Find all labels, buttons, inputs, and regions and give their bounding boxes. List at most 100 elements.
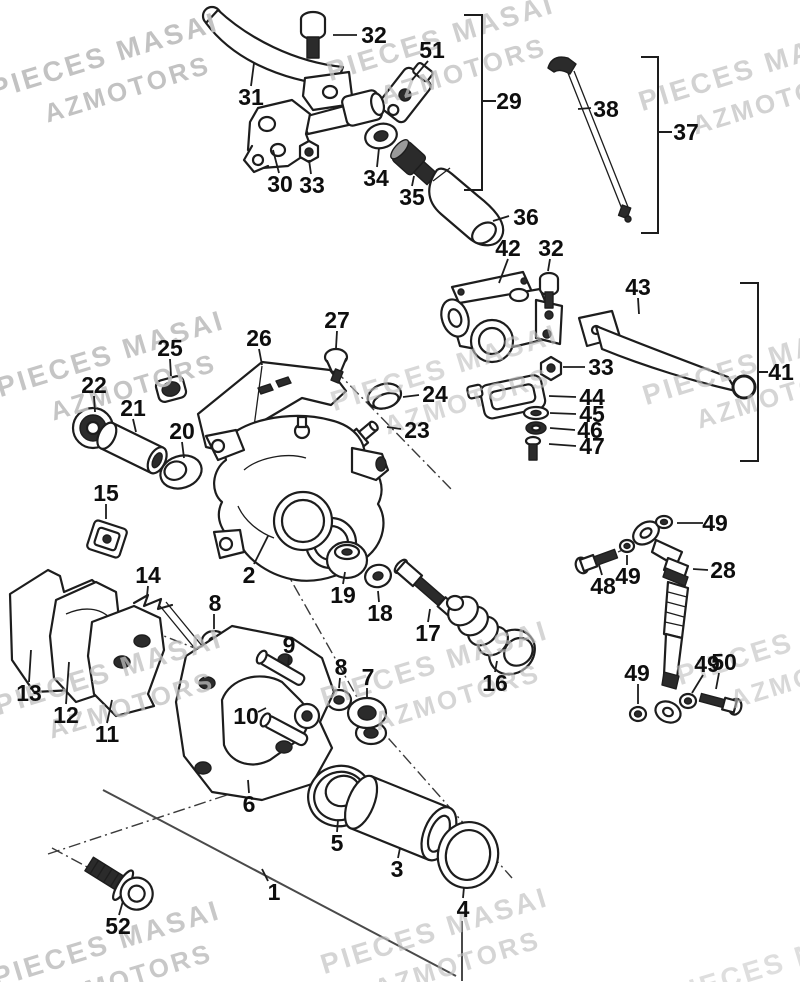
part-16-boot bbox=[445, 594, 536, 676]
watermark-line2: AZMOTORS bbox=[371, 924, 545, 982]
part-33-nut-mc bbox=[539, 355, 563, 382]
part-number-26: 26 bbox=[246, 325, 272, 351]
watermark-line1: PIECES MASAI bbox=[635, 18, 800, 117]
part-15-clip bbox=[86, 519, 128, 559]
leader-line-43 bbox=[637, 297, 640, 315]
part-number-23: 23 bbox=[404, 417, 430, 443]
part-46-washer bbox=[525, 421, 547, 435]
watermark-line2: AZMOTORS bbox=[719, 955, 800, 982]
part-number-30: 30 bbox=[267, 171, 293, 197]
watermark-line1: PIECES MASAI bbox=[0, 6, 222, 105]
leader-line-52 bbox=[118, 900, 124, 916]
part-number-16: 16 bbox=[482, 670, 508, 696]
leader-line-4 bbox=[462, 886, 465, 899]
part-number-32: 32 bbox=[361, 22, 387, 48]
part-number-10: 10 bbox=[233, 703, 259, 729]
part-18-washer bbox=[364, 563, 392, 589]
center-line bbox=[334, 369, 453, 491]
part-number-45: 45 bbox=[579, 401, 605, 427]
leader-line-24 bbox=[402, 394, 420, 398]
part-7-bushings bbox=[346, 696, 388, 746]
leader-line-25 bbox=[169, 358, 172, 377]
leader-line-3 bbox=[397, 847, 401, 859]
part-number-5: 5 bbox=[331, 830, 344, 856]
part-number-49: 49 bbox=[694, 651, 720, 677]
part-number-4: 4 bbox=[457, 896, 470, 922]
part-9-slide-pin bbox=[255, 649, 306, 686]
leader-line-6 bbox=[247, 779, 250, 794]
part-number-52: 52 bbox=[105, 913, 131, 939]
leader-line-33 bbox=[308, 159, 312, 175]
parts-layer bbox=[8, 5, 757, 911]
part-49-washer-a bbox=[654, 514, 674, 530]
part-number-21: 21 bbox=[120, 395, 146, 421]
part-number-3: 3 bbox=[391, 856, 404, 882]
part-number-9: 9 bbox=[283, 632, 296, 658]
watermark-line1: PIECES MASAI bbox=[673, 592, 800, 691]
leader-line-45 bbox=[549, 412, 577, 415]
part-number-13: 13 bbox=[16, 680, 42, 706]
part-number-33: 33 bbox=[299, 172, 325, 198]
part-33-nut-top bbox=[298, 139, 320, 164]
part-number-18: 18 bbox=[367, 600, 393, 626]
part-number-37: 37 bbox=[673, 119, 699, 145]
leader-line-16 bbox=[494, 660, 498, 673]
leader-line-35 bbox=[411, 175, 415, 187]
leader-line-36 bbox=[492, 215, 510, 222]
leader-line-10 bbox=[257, 707, 267, 713]
leader-line-30 bbox=[272, 149, 280, 174]
leader-line-47 bbox=[548, 443, 577, 447]
part-number-38: 38 bbox=[593, 96, 619, 122]
part-number-24: 24 bbox=[422, 381, 448, 407]
leader-line-27 bbox=[335, 330, 338, 349]
callout-layer: 1234567889101112131415161718192021222324… bbox=[16, 14, 794, 939]
leader-line-34 bbox=[376, 147, 380, 168]
leader-line-22 bbox=[93, 395, 96, 413]
watermark-line2: AZMOTORS bbox=[689, 61, 800, 140]
part-number-34: 34 bbox=[363, 165, 389, 191]
part-52-flange-bolt bbox=[84, 856, 154, 911]
leader-line-13 bbox=[28, 649, 32, 683]
part-number-27: 27 bbox=[324, 307, 350, 333]
part-45-washer bbox=[522, 405, 550, 421]
center-line bbox=[282, 565, 363, 707]
center-line bbox=[47, 792, 234, 855]
part-28-brake-hose bbox=[632, 520, 690, 724]
leader-line-9 bbox=[287, 655, 290, 667]
part-number-8: 8 bbox=[335, 654, 348, 680]
leader-line-19 bbox=[342, 571, 346, 585]
part-20-bushing bbox=[159, 454, 203, 490]
part-48-bolt bbox=[574, 548, 619, 575]
part-number-28: 28 bbox=[710, 557, 736, 583]
leader-line-28 bbox=[692, 568, 709, 571]
part-38-cable-rod bbox=[547, 56, 632, 223]
leader-line-44 bbox=[548, 395, 577, 398]
leader-line-42 bbox=[498, 258, 509, 284]
leader-line-23 bbox=[386, 426, 402, 430]
part-number-31: 31 bbox=[238, 84, 264, 110]
part-number-32: 32 bbox=[538, 235, 564, 261]
watermark-line2: AZMOTORS bbox=[43, 937, 217, 982]
part-27-bolt bbox=[323, 347, 349, 384]
leader-line-12 bbox=[65, 661, 70, 705]
part-number-6: 6 bbox=[243, 791, 256, 817]
part-number-50: 50 bbox=[711, 649, 737, 675]
reference-bracket-41 bbox=[740, 282, 759, 462]
center-line bbox=[373, 721, 513, 879]
part-number-47: 47 bbox=[579, 433, 605, 459]
part-number-14: 14 bbox=[135, 562, 161, 588]
leader-line-17 bbox=[427, 608, 431, 623]
part-49-washer-b bbox=[618, 538, 636, 554]
watermark-line1: PIECES MASAI bbox=[665, 912, 800, 982]
part-number-15: 15 bbox=[93, 480, 119, 506]
part-number-8: 8 bbox=[209, 590, 222, 616]
leader-line-8 bbox=[338, 677, 341, 689]
leader-line-51 bbox=[411, 60, 429, 81]
part-number-7: 7 bbox=[362, 664, 375, 690]
part-34-bushing-ring bbox=[364, 122, 398, 150]
leader-line-18 bbox=[377, 590, 380, 603]
